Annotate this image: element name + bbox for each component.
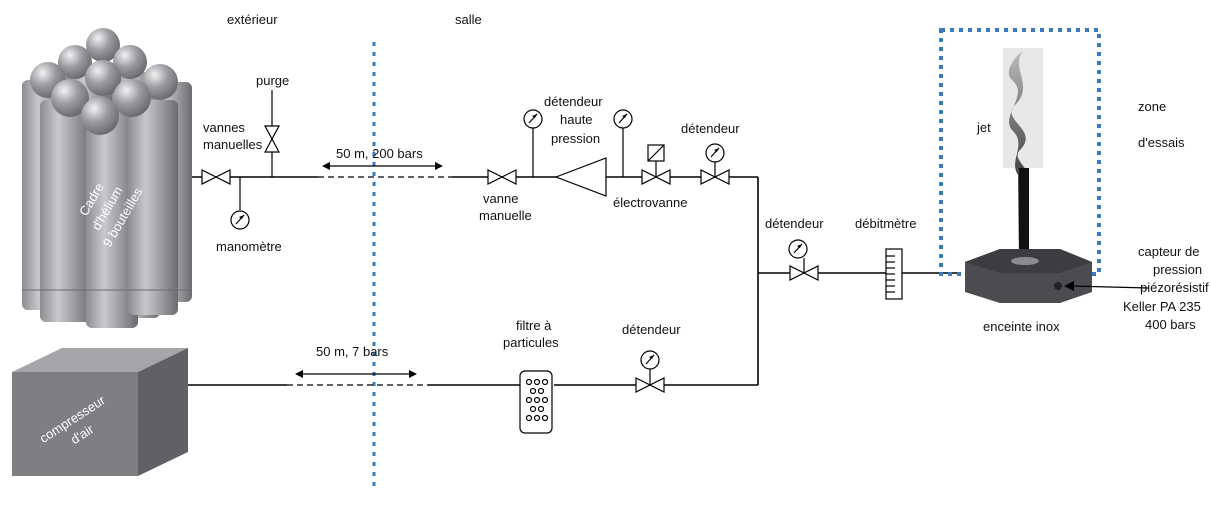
particle-filter <box>519 370 553 434</box>
hp-regulator-label: détendeur <box>544 94 603 109</box>
regulator-mid <box>788 239 819 281</box>
pressure-sensor-label-3: piézorésistif <box>1140 280 1209 295</box>
regulator-air <box>635 350 665 393</box>
solenoid-valve <box>641 144 671 185</box>
outside-zone-label: extérieur <box>227 12 278 27</box>
helium-line-spec: 50 m, 200 bars <box>336 146 423 161</box>
pressure-sensor-label-5: 400 bars <box>1145 317 1196 332</box>
helium-line-length-arrow <box>322 162 443 170</box>
particle-filter-label: filtre à <box>516 318 552 333</box>
helium-line <box>192 176 960 274</box>
manometer-label: manomètre <box>216 239 282 254</box>
jet-label: jet <box>976 120 991 135</box>
manual-valve-label: vanne <box>483 191 518 206</box>
test-zone-label: zone <box>1138 99 1166 114</box>
pressure-sensor-label-1: capteur de <box>1138 244 1199 259</box>
regulator-top <box>700 143 730 185</box>
manual-valves-label-2: manuelles <box>203 137 263 152</box>
purge-valve <box>263 125 281 153</box>
pressure-sensor-label-4: Keller PA 235 <box>1123 299 1201 314</box>
helium-jet <box>1003 48 1043 260</box>
pressure-sensor-label-2: pression <box>1153 262 1202 277</box>
regulator-top-label: détendeur <box>681 121 740 136</box>
air-line-spec: 50 m, 7 bars <box>316 344 389 359</box>
air-line-length-arrow <box>295 370 417 378</box>
test-zone-label-2: d'essais <box>1138 135 1185 150</box>
particle-filter-label-2: particules <box>503 335 559 350</box>
hp-pressure-gauge-icon <box>523 109 543 129</box>
flowmeter <box>885 248 903 300</box>
stainless-vessel <box>965 249 1092 303</box>
purge-label: purge <box>256 73 289 88</box>
helium-cylinder-rack <box>22 28 192 328</box>
manual-valve <box>487 169 517 185</box>
hp-regulator-label-2: haute <box>560 112 593 127</box>
regulator-air-label: détendeur <box>622 322 681 337</box>
manual-valve-rack <box>201 169 231 185</box>
hp-regulator-label-3: pression <box>551 131 600 146</box>
room-zone-label: salle <box>455 12 482 27</box>
solenoid-valve-label: électrovanne <box>613 195 687 210</box>
regulator-mid-label: détendeur <box>765 216 824 231</box>
manual-valves-label: vannes <box>203 120 245 135</box>
manual-valve-label-2: manuelle <box>479 208 532 223</box>
vessel-label: enceinte inox <box>983 319 1060 334</box>
pressure-sensor-arrow <box>1064 281 1149 291</box>
manometer-gauge-icon <box>230 210 250 230</box>
hp-regulator <box>554 157 607 197</box>
flowmeter-label: débitmètre <box>855 216 916 231</box>
air-compressor <box>12 348 188 476</box>
pressure-gauge-icon-2 <box>613 109 633 129</box>
